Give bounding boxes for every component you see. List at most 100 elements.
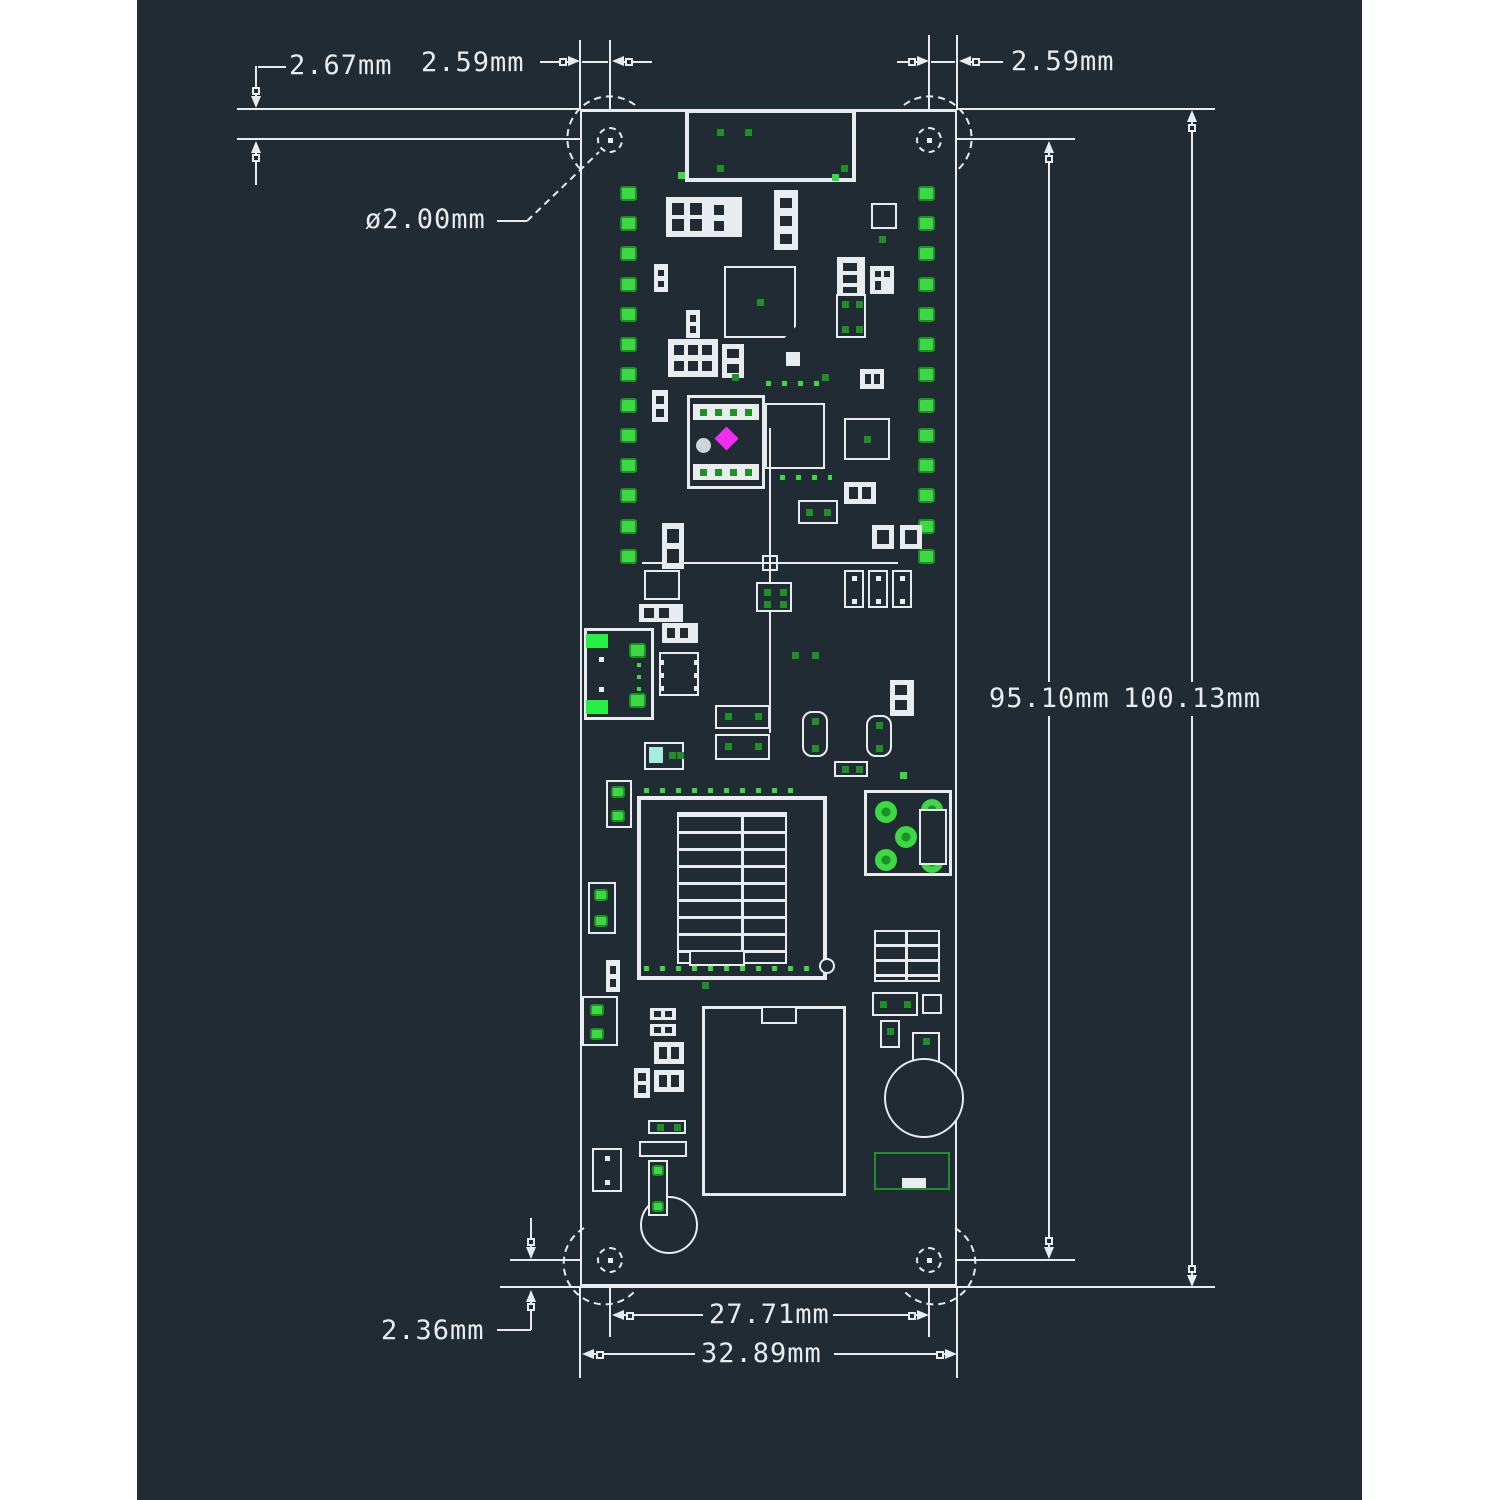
smd-component (639, 604, 683, 622)
castellated-pad (620, 398, 637, 413)
push-button (864, 790, 952, 876)
extension-line (956, 1288, 958, 1378)
extension-line (579, 1288, 581, 1378)
pad-dot (822, 374, 829, 381)
mounting-hole-top-right (916, 127, 942, 153)
extension-line (929, 1259, 1075, 1261)
pad-dot (702, 982, 709, 989)
qfn-ic (844, 418, 890, 460)
smd-component (837, 257, 865, 297)
dimension-line (582, 61, 608, 63)
fiducial-marker (714, 426, 739, 451)
smd-component (644, 742, 684, 770)
rf-module (687, 395, 765, 489)
pad-dot (732, 374, 739, 381)
pcb-board-outline (580, 109, 964, 1288)
dimension-arrow (251, 141, 261, 153)
battery-contact-outline (874, 1152, 950, 1190)
castellated-pad (918, 246, 935, 261)
dimension-tick (1045, 155, 1053, 163)
dim-label-hole-diameter: ø2.00mm (362, 205, 489, 235)
smd-component (652, 390, 668, 422)
smd-component (592, 1148, 622, 1192)
dim-label-hole-span-horizontal: 27.71mm (706, 1300, 833, 1330)
extension-line (237, 108, 580, 110)
dimension-line (530, 1218, 532, 1254)
smd-component (639, 1141, 687, 1157)
dimension-line (1048, 146, 1050, 682)
dimension-tick (908, 1312, 916, 1320)
battery-clip-left (640, 1196, 698, 1254)
dimension-tick (908, 58, 916, 66)
dimension-tick (596, 1351, 604, 1359)
smd-component (662, 523, 684, 569)
origin-axis-vertical (769, 428, 771, 733)
dimension-tick (559, 58, 567, 66)
smd-component (786, 352, 800, 366)
dimension-line (589, 1353, 695, 1355)
smd-component (756, 582, 792, 612)
castellated-pad (620, 277, 637, 292)
button-pad (895, 826, 917, 848)
dimension-arrow (1044, 1247, 1054, 1259)
dimension-arrow (251, 96, 261, 108)
castellated-pad (620, 458, 637, 473)
shield-can (765, 403, 825, 469)
dimension-tick (626, 1312, 634, 1320)
smd-component (892, 570, 912, 608)
castellated-pad (620, 428, 637, 443)
dimension-line (824, 1314, 923, 1316)
dimension-tick (1188, 124, 1196, 132)
dimension-tick (625, 58, 633, 66)
dimension-arrow (945, 1349, 957, 1359)
battery-clip-right (884, 1058, 964, 1138)
smd-component (659, 652, 699, 696)
usb-connector (584, 628, 654, 720)
dimension-arrow (1187, 110, 1197, 122)
smd-component (606, 960, 620, 992)
mounting-hole-top-left (597, 127, 623, 153)
pad-dot (717, 129, 724, 136)
castellated-pad (918, 428, 935, 443)
pad-dot (879, 236, 886, 243)
button-pad (875, 801, 897, 823)
castellated-pad (620, 186, 637, 201)
dimension-arrow (612, 1310, 624, 1320)
smd-component (650, 1008, 676, 1020)
dimension-tick (252, 154, 260, 162)
hole-marker (819, 958, 835, 974)
dimension-leader (497, 220, 527, 222)
dimension-tick (527, 1238, 535, 1246)
smd-component (871, 203, 897, 229)
pad-dot-row (766, 381, 822, 386)
smd-component (648, 1160, 668, 1216)
smd-component (866, 715, 892, 757)
dimension-tick (1188, 1265, 1196, 1273)
castellated-pad (918, 488, 935, 503)
smd-component (666, 197, 742, 237)
dimension-line (971, 61, 1003, 63)
castellated-pad (620, 488, 637, 503)
dimension-line (1191, 716, 1193, 1281)
dimension-line (540, 61, 570, 63)
smd-component (890, 680, 914, 716)
smd-component (654, 1070, 684, 1092)
extension-line (928, 35, 930, 153)
dimension-arrow (959, 56, 971, 66)
smd-component (650, 1024, 676, 1036)
dimension-tick (936, 1351, 944, 1359)
dimension-line (530, 1302, 532, 1330)
pad-dot (900, 772, 907, 779)
extension-line (957, 108, 1215, 110)
smd-component (654, 1042, 684, 1064)
dimension-line (619, 1314, 703, 1316)
extension-line (510, 1259, 610, 1261)
usb-mount-tab (586, 700, 608, 714)
smd-component (588, 882, 616, 934)
castellated-pad (918, 549, 935, 564)
extension-line (900, 138, 1075, 140)
dimension-arrow (917, 56, 929, 66)
dim-label-bottom-offset: 2.36mm (378, 1316, 488, 1346)
dimension-tick (972, 58, 980, 66)
pad-dot-row (644, 966, 814, 971)
